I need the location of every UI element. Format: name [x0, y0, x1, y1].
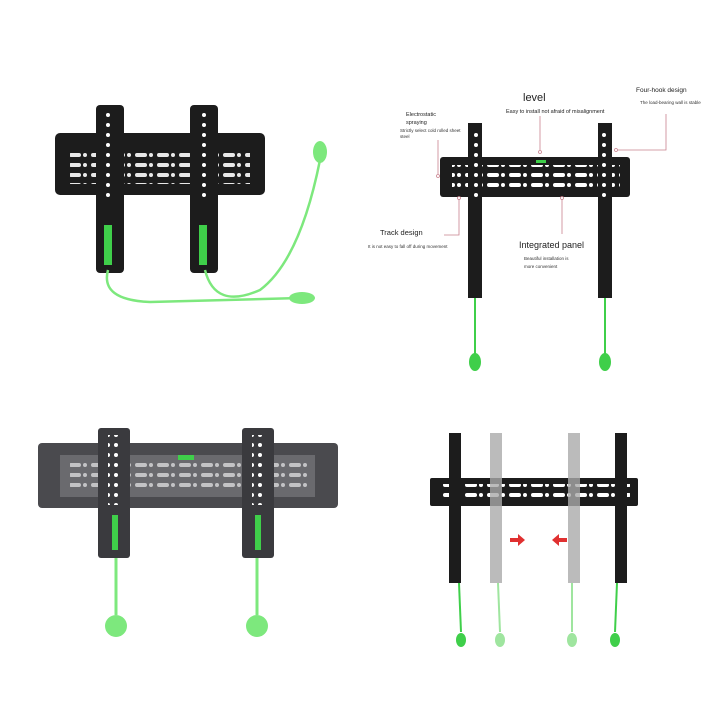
cord-handle: [313, 141, 327, 163]
feature-callouts: level Easy to install not afraid of misa…: [368, 87, 701, 371]
callout-electrostatic-desc-2: steel: [400, 134, 410, 139]
callout-four-hook-title: Four-hook design: [636, 87, 687, 94]
callout-track-desc: It is not easy to fall off during moveme…: [368, 244, 448, 249]
arrow-right-icon: [510, 534, 525, 546]
pull-cord-right: [203, 159, 322, 298]
pull-cord-left: [105, 269, 301, 304]
callout-level-title: level: [523, 92, 546, 104]
callout-level-desc: Easy to install not afraid of misalignme…: [506, 109, 605, 115]
cord-handle: [289, 292, 315, 304]
callout-electrostatic-desc-1: Strictly select cold rolled sheet: [400, 128, 461, 133]
callout-four-hook-desc: The load-bearing wall is stable: [640, 100, 701, 105]
tilt-mount-front-with-cords: [55, 105, 327, 304]
callout-integrated-desc-2: more convenient: [524, 264, 558, 269]
sliding-adjustment-demo: [430, 433, 638, 647]
tilt-mount-gray-render: [38, 428, 338, 637]
callout-integrated-title: Integrated panel: [519, 240, 584, 250]
callout-integrated-desc-1: Beautiful installation is: [524, 256, 569, 261]
callout-electrostatic-title-1: Electrostatic: [406, 112, 436, 118]
arrow-left-icon: [552, 534, 567, 546]
callout-track-title: Track design: [380, 228, 423, 237]
callout-electrostatic-title-2: spraying: [406, 120, 427, 126]
